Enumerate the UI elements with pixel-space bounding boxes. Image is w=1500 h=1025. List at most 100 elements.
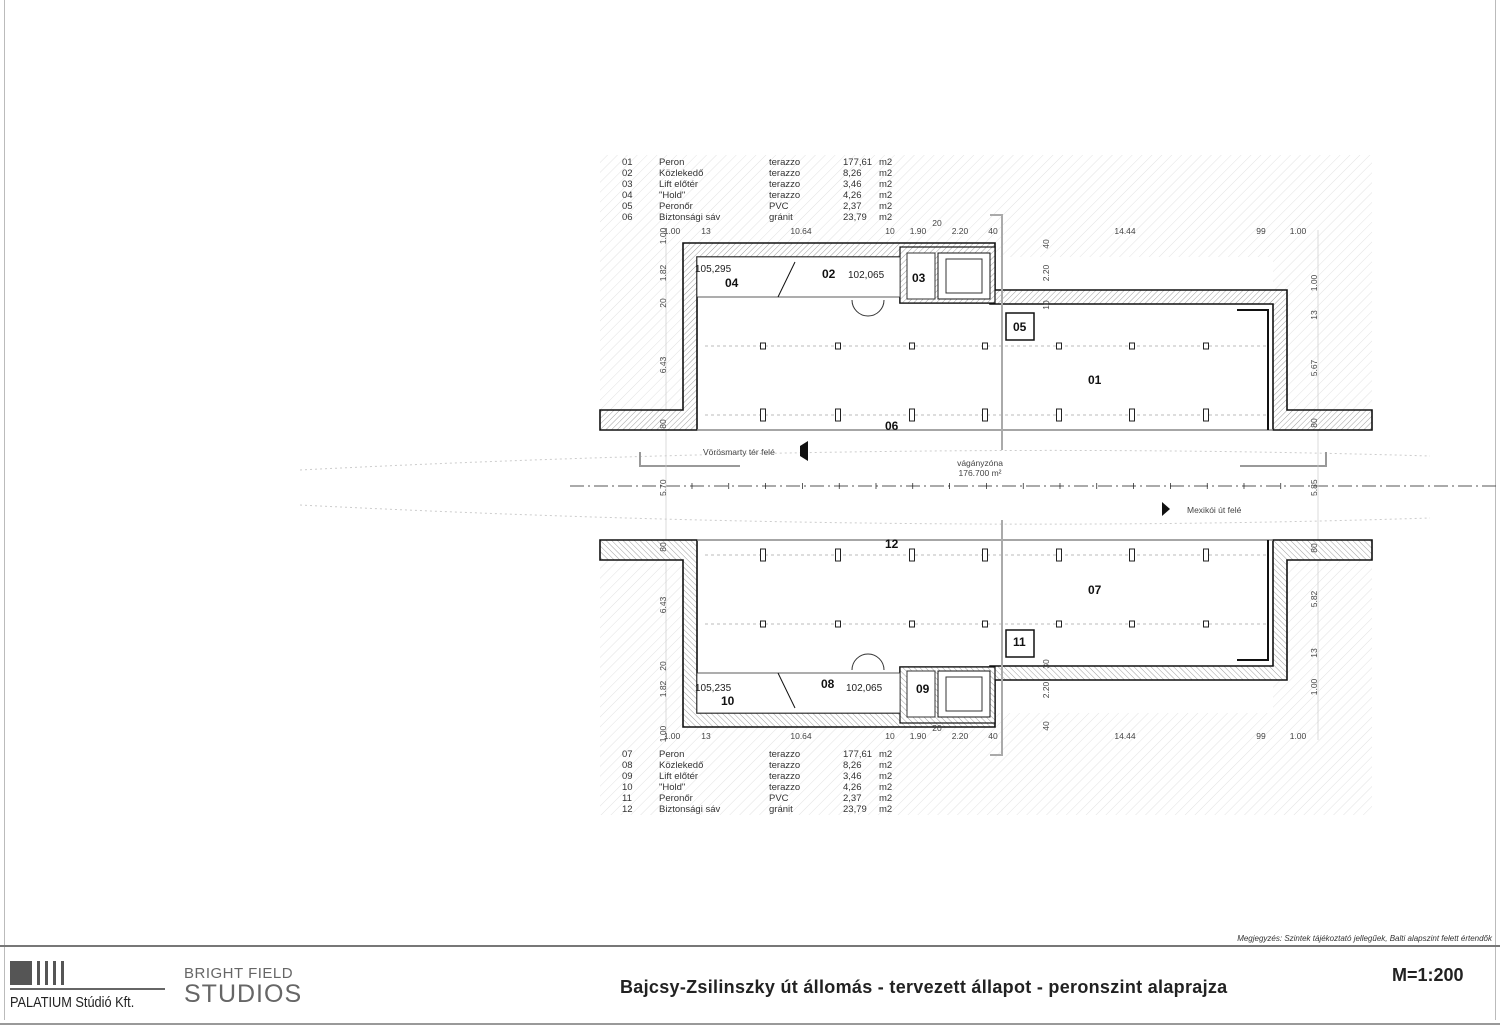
dimension: 99 [1256,226,1266,236]
direction-left-label: Vörösmarty tér felé [703,447,775,457]
legend-unit: m2 [879,168,892,179]
column-mark [982,408,988,422]
legend-no: 09 [622,771,633,782]
sleeper-mark: I [912,482,914,491]
dimension: 1.82 [658,680,668,697]
dimension: 2.20 [952,226,969,236]
legend-no: 08 [622,760,633,771]
legend-no: 12 [622,804,633,815]
sleeper-mark: I [1280,482,1282,491]
dimension: 14.44 [1114,731,1136,741]
column-mark [1056,548,1062,562]
legend-name: Lift előtér [659,771,698,782]
legend-material: terazzo [769,782,800,793]
dimension: 99 [1256,731,1266,741]
bright-field-line2: STUDIOS [184,980,303,1008]
dimension: 20 [658,661,668,671]
column-mark [982,342,988,350]
legend-name: "Hold" [659,782,685,793]
legend-material: terazzo [769,190,800,201]
dimension: 1.00 [1309,678,1319,695]
room-number: 11 [1013,635,1026,649]
zone-area: 176.700 m² [959,468,1002,478]
column-mark [1129,620,1135,628]
legend-area: 8,26 [843,168,862,179]
legend-area: 8,26 [843,760,862,771]
dimension: 14.44 [1114,226,1136,236]
dimension: 2.20 [1041,264,1051,281]
legend-area: 2,37 [843,793,862,804]
legend-material: terazzo [769,157,800,168]
sleeper-mark: I [1206,482,1208,491]
dimension: 13 [1309,648,1319,658]
dimension: 13 [701,731,711,741]
room-number: 09 [916,682,930,696]
legend-no: 11 [622,793,632,804]
footer-note: Megjegyzés: Szintek tájékoztató jellegűe… [1237,934,1492,943]
legend-no: 05 [622,201,633,212]
legend-no: 10 [622,782,633,793]
dimension: 1.00 [1290,731,1307,741]
column-mark [1056,342,1062,350]
legend-area: 23,79 [843,804,867,815]
dimension: 13 [1309,310,1319,320]
platform-top [599,242,1373,431]
column-mark [835,408,841,422]
legend-name: Peronőr [659,201,693,212]
level-labels: 105,295 102,065 105,235 102,065 [695,264,885,694]
legend-unit: m2 [879,212,892,223]
column-mark [909,408,915,422]
dimension: 5.70 [658,479,668,496]
dimension: 5.67 [1309,359,1319,376]
dimension: 6.43 [658,356,668,373]
track-labels: Vörösmarty tér felé vágányzóna 176.700 m… [658,447,1319,515]
level-label: 102,065 [848,270,885,281]
sleeper-mark: I [728,482,730,491]
legend-name: Peron [659,157,684,168]
dimension: 6.43 [658,596,668,613]
legend-area: 23,79 [843,212,867,223]
drawing-title: Bajcsy-Zsilinszky út állomás - tervezett… [620,977,1228,997]
dimension: 40 [1041,721,1051,731]
dimension: 40 [1041,239,1051,249]
dimension: 1.82 [658,264,668,281]
legend-unit: m2 [879,179,892,190]
dimension: 20 [932,218,942,228]
level-label: 102,065 [846,683,883,694]
legend-no: 04 [622,190,633,201]
arrow-right-icon [1162,502,1170,516]
sleeper-mark: I [1022,482,1024,491]
palatium-logo-text: PALATIUM Stúdió Kft. [10,994,135,1011]
column-mark [982,620,988,628]
dimension: 2.20 [1041,681,1051,698]
legend-material: terazzo [769,749,800,760]
room-number: 01 [1088,373,1102,387]
bright-field-line1: BRIGHT FIELD [184,965,294,982]
column-mark [1203,408,1209,422]
room-number: 05 [1013,320,1027,334]
level-label: 105,235 [695,683,732,694]
column-mark [909,548,915,562]
dimension: 13 [701,226,711,236]
legend-unit: m2 [879,793,892,804]
legend-unit: m2 [879,771,892,782]
legend-material: terazzo [769,168,800,179]
dimension: 80 [658,419,668,429]
sleeper-mark: I [1243,482,1245,491]
dimension: 30 [1041,659,1051,669]
legend-name: Peronőr [659,793,693,804]
legend-area: 177,61 [843,749,872,760]
legend-area: 3,46 [843,771,862,782]
room-number: 02 [822,267,836,281]
legend-name: Közlekedő [659,760,703,771]
column-mark [1203,620,1209,628]
dimension: 1.00 [1290,226,1307,236]
column-mark [1129,342,1135,350]
legend-area: 4,26 [843,190,862,201]
dimension: 1.00 [658,725,668,742]
room-number: 10 [721,694,735,708]
sleeper-mark: I [948,482,950,491]
legend-area: 177,61 [843,157,872,168]
